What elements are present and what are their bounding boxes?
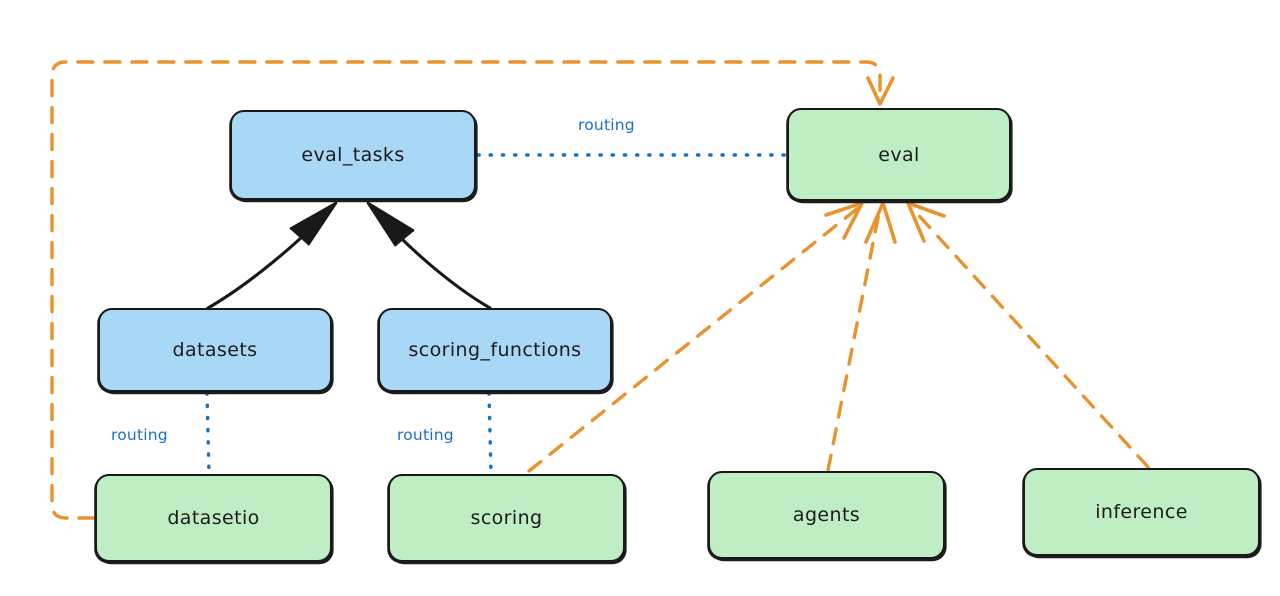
edge-scoring-functions-to-eval-tasks — [366, 201, 492, 310]
node-agents[interactable]: agents — [708, 471, 945, 559]
node-label: eval_tasks — [301, 144, 405, 166]
node-label: datasets — [172, 339, 258, 361]
node-datasetio[interactable]: datasetio — [95, 474, 332, 562]
node-scoring[interactable]: scoring — [388, 474, 625, 562]
edge-label-routing-datasetio: routing — [111, 426, 168, 444]
edge-label-routing-eval: routing — [578, 116, 635, 134]
node-scoring-functions[interactable]: scoring_functions — [378, 308, 612, 392]
edge-datasets-to-eval-tasks — [206, 201, 338, 310]
node-eval-tasks[interactable]: eval_tasks — [230, 110, 476, 200]
node-label: scoring — [470, 507, 543, 529]
node-label: datasetio — [167, 507, 260, 529]
edge-label-routing-scoring: routing — [397, 426, 454, 444]
node-inference[interactable]: inference — [1023, 468, 1260, 556]
node-label: scoring_functions — [408, 339, 582, 361]
node-datasets[interactable]: datasets — [98, 308, 332, 392]
node-eval[interactable]: eval — [787, 108, 1011, 201]
edge-inference-to-eval — [906, 201, 1150, 469]
node-label: eval — [878, 143, 920, 166]
edge-datasetio-to-eval — [50, 60, 895, 520]
edge-datasets-routing-datasetio — [205, 391, 211, 476]
node-label: agents — [792, 504, 861, 526]
edge-scoring-to-eval — [527, 201, 864, 473]
edge-agents-to-eval — [826, 201, 897, 472]
edge-scoring-functions-routing-scoring — [487, 391, 493, 476]
node-label: inference — [1095, 501, 1188, 523]
